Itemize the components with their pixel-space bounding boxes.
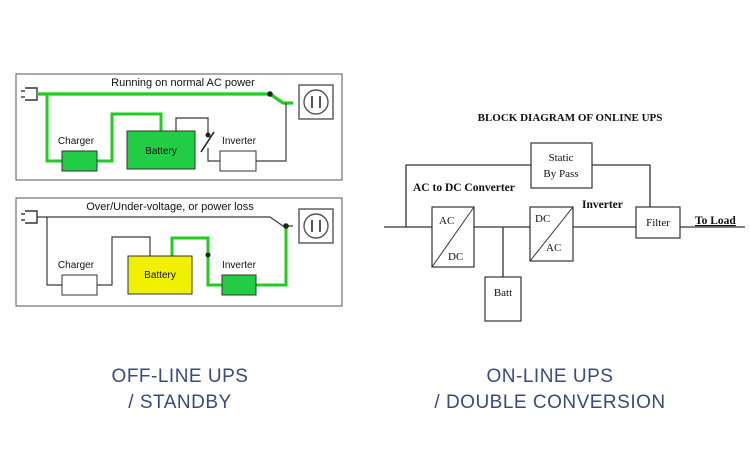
panel2-charger-label: Charger xyxy=(58,260,95,271)
rectifier-diagonal xyxy=(431,206,475,268)
battery-block xyxy=(484,276,522,322)
offline-panel-power-loss: Over/Under-voltage, or power loss Charge… xyxy=(15,197,343,307)
switch-contact xyxy=(205,132,211,138)
transfer-switch-pivot xyxy=(283,223,289,229)
filter-block xyxy=(635,206,681,239)
panel2-battery-label: Battery xyxy=(144,270,176,281)
battery-output-line xyxy=(175,117,209,135)
panel1-charger-label: Charger xyxy=(58,136,95,147)
bypass-output-line xyxy=(592,164,651,207)
inverter-diagonal xyxy=(529,206,574,262)
static-bypass-block xyxy=(530,142,593,189)
switch-contact xyxy=(205,252,211,258)
transfer-switch-pivot xyxy=(267,91,273,97)
online-caption: ON-LINE UPS / DOUBLE CONVERSION xyxy=(420,364,680,416)
panel1-inverter-label: Inverter xyxy=(222,136,257,147)
battery-block-charging xyxy=(126,130,196,170)
inverter-output-line xyxy=(256,103,287,162)
rectifier-dc-label: DC xyxy=(448,251,463,263)
online-caption-line1: ON-LINE UPS xyxy=(486,366,614,387)
inverter-block-active xyxy=(221,274,257,296)
charging-line xyxy=(97,112,163,163)
panel2-inverter-label: Inverter xyxy=(222,260,257,271)
inverter-label: Inverter xyxy=(582,199,623,211)
online-caption-line2: / DOUBLE CONVERSION xyxy=(434,392,666,413)
inverter-input-line xyxy=(207,148,220,162)
ac-dc-converter-label: AC to DC Converter xyxy=(413,182,515,194)
open-switch xyxy=(200,131,215,153)
offline-panel-normal: Running on normal AC power Charger Batte… xyxy=(15,73,343,181)
inverter-block xyxy=(219,150,257,172)
battery-discharge-line xyxy=(170,236,222,287)
battery-block-supplying xyxy=(127,255,193,295)
outlet-icon xyxy=(298,208,334,244)
offline-caption-line2: / STANDBY xyxy=(128,392,232,413)
filter-label: Filter xyxy=(646,217,670,229)
panel1-title: Running on normal AC power xyxy=(111,77,255,89)
to-load-label: To Load xyxy=(695,215,736,227)
charging-line-inactive xyxy=(97,236,151,286)
charger-feed-line xyxy=(46,217,62,286)
offline-caption-line1: OFF-LINE UPS xyxy=(111,366,249,387)
online-ups-block-diagram: BLOCK DIAGRAM OF ONLINE UPS Static By Pa… xyxy=(384,112,745,322)
charger-block xyxy=(61,274,98,296)
static-bypass-line2: By Pass xyxy=(543,168,578,180)
charger-block xyxy=(61,150,98,172)
panel2-title: Over/Under-voltage, or power loss xyxy=(86,201,254,213)
online-diagram-title: BLOCK DIAGRAM OF ONLINE UPS xyxy=(478,112,663,124)
inverter-output-active xyxy=(256,226,288,287)
charger-feed-line xyxy=(45,94,62,163)
active-ac-line xyxy=(37,92,293,105)
rectifier-ac-label: AC xyxy=(439,215,454,227)
static-bypass-line1: Static xyxy=(548,152,573,164)
batt-label: Batt xyxy=(494,287,512,299)
inverter-ac-label: AC xyxy=(546,242,561,254)
panel1-battery-label: Battery xyxy=(145,146,177,157)
outlet-icon xyxy=(298,84,334,120)
bypass-input-line xyxy=(405,164,531,227)
offline-caption: OFF-LINE UPS / STANDBY xyxy=(60,364,300,416)
inverter-dc-label: DC xyxy=(535,213,550,225)
